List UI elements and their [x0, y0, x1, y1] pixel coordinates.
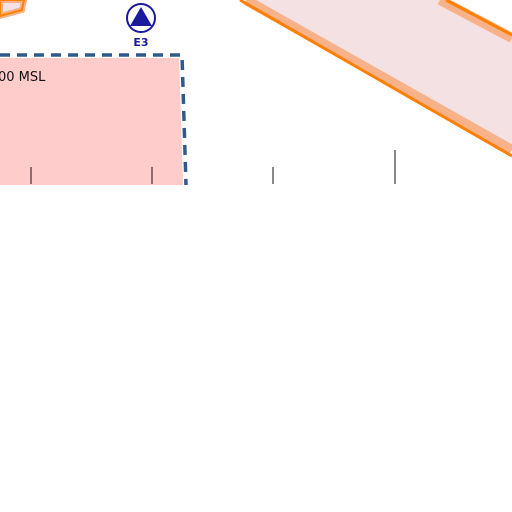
waypoint-marker[interactable]: E3: [126, 3, 156, 49]
altitude-label: 00 MSL: [0, 70, 46, 85]
scale-bar: [30, 150, 396, 184]
restricted-zone[interactable]: 00 MSL: [0, 52, 189, 186]
marker-code: E3: [133, 36, 148, 49]
corridor-outline-left: [239, 0, 512, 158]
corridor-inner-band-right: [437, 0, 512, 43]
restricted-zone-border: [0, 53, 188, 186]
corner-zone[interactable]: [0, 0, 28, 20]
corridor-inner-band-left: [243, 0, 512, 155]
corridor-outline-right: [445, 0, 512, 37]
airspace-corridor[interactable]: [239, 0, 512, 158]
triangle-icon: [130, 7, 152, 26]
